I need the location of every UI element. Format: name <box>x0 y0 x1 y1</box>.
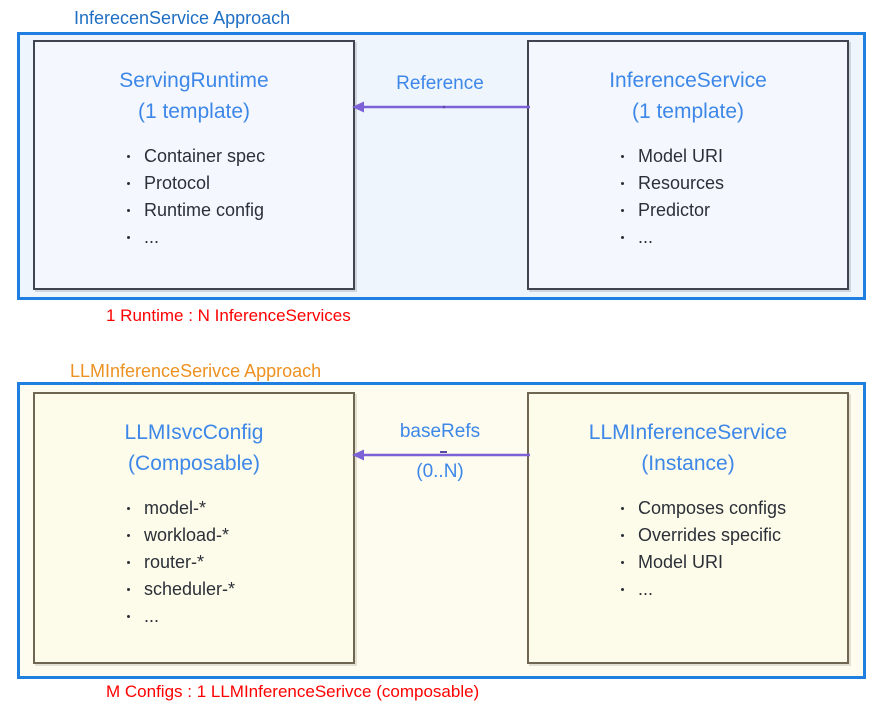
list-item: router-* <box>123 549 353 576</box>
list-item: workload-* <box>123 522 353 549</box>
card-llminferenceservice-title: LLMInferenceService <box>588 421 788 444</box>
list-item: Protocol <box>123 170 353 197</box>
list-item: ... <box>617 576 847 603</box>
list-item: Runtime config <box>123 197 353 224</box>
arrow-reference-label: Reference <box>396 73 484 94</box>
list-item: Container spec <box>123 143 353 170</box>
card-llminferenceservice: LLMInferenceService (Instance) Composes … <box>527 392 849 664</box>
list-item: ... <box>617 224 847 251</box>
card-servingruntime-bullets: Container spec Protocol Runtime config .… <box>35 127 353 251</box>
list-item: Composes configs <box>617 495 847 522</box>
list-item: ... <box>123 224 353 251</box>
card-inferenceservice-subtitle: (1 template) <box>631 100 745 123</box>
card-inferenceservice-bullets: Model URI Resources Predictor ... <box>529 127 847 251</box>
card-inferenceservice-title: InferenceService <box>609 69 767 92</box>
card-inferenceservice: InferenceService (1 template) Model URI … <box>527 40 849 290</box>
arrow-baserefs: baseRefs (0..N) <box>344 420 536 498</box>
section-title-llminferenceservice: LLMInferenceSerivce Approach <box>70 361 322 381</box>
section-title-inferenceservice: InferecenService Approach <box>74 8 291 28</box>
arrow-left-icon <box>352 101 530 113</box>
list-item: Model URI <box>617 549 847 576</box>
card-servingruntime-title: ServingRuntime <box>119 69 269 92</box>
list-item: model-* <box>123 495 353 522</box>
arrow-left-icon <box>352 449 530 461</box>
card-servingruntime-subtitle: (1 template) <box>137 100 251 123</box>
list-item: Model URI <box>617 143 847 170</box>
list-item: ... <box>123 603 353 630</box>
list-item: scheduler-* <box>123 576 353 603</box>
card-servingruntime: ServingRuntime (1 template) Container sp… <box>33 40 355 290</box>
card-llminferenceservice-subtitle: (Instance) <box>641 452 735 475</box>
arrow-baserefs-label: baseRefs <box>399 421 481 442</box>
list-item: Overrides specific <box>617 522 847 549</box>
card-llminferenceservice-bullets: Composes configs Overrides specific Mode… <box>529 479 847 603</box>
card-llmisvcconfig: LLMIsvcConfig (Composable) model-* workl… <box>33 392 355 664</box>
arrow-baserefs-cardinality: (0..N) <box>416 461 464 482</box>
card-llmisvcconfig-subtitle: (Composable) <box>128 452 260 475</box>
caption-runtime-ratio: 1 Runtime : N InferenceServices <box>106 306 351 325</box>
list-item: Predictor <box>617 197 847 224</box>
card-llmisvcconfig-title: LLMIsvcConfig <box>124 421 264 444</box>
arrow-reference: Reference <box>344 72 536 132</box>
caption-config-ratio: M Configs : 1 LLMInferenceSerivce (compo… <box>106 682 480 701</box>
card-llmisvcconfig-bullets: model-* workload-* router-* scheduler-* … <box>35 479 353 630</box>
list-item: Resources <box>617 170 847 197</box>
